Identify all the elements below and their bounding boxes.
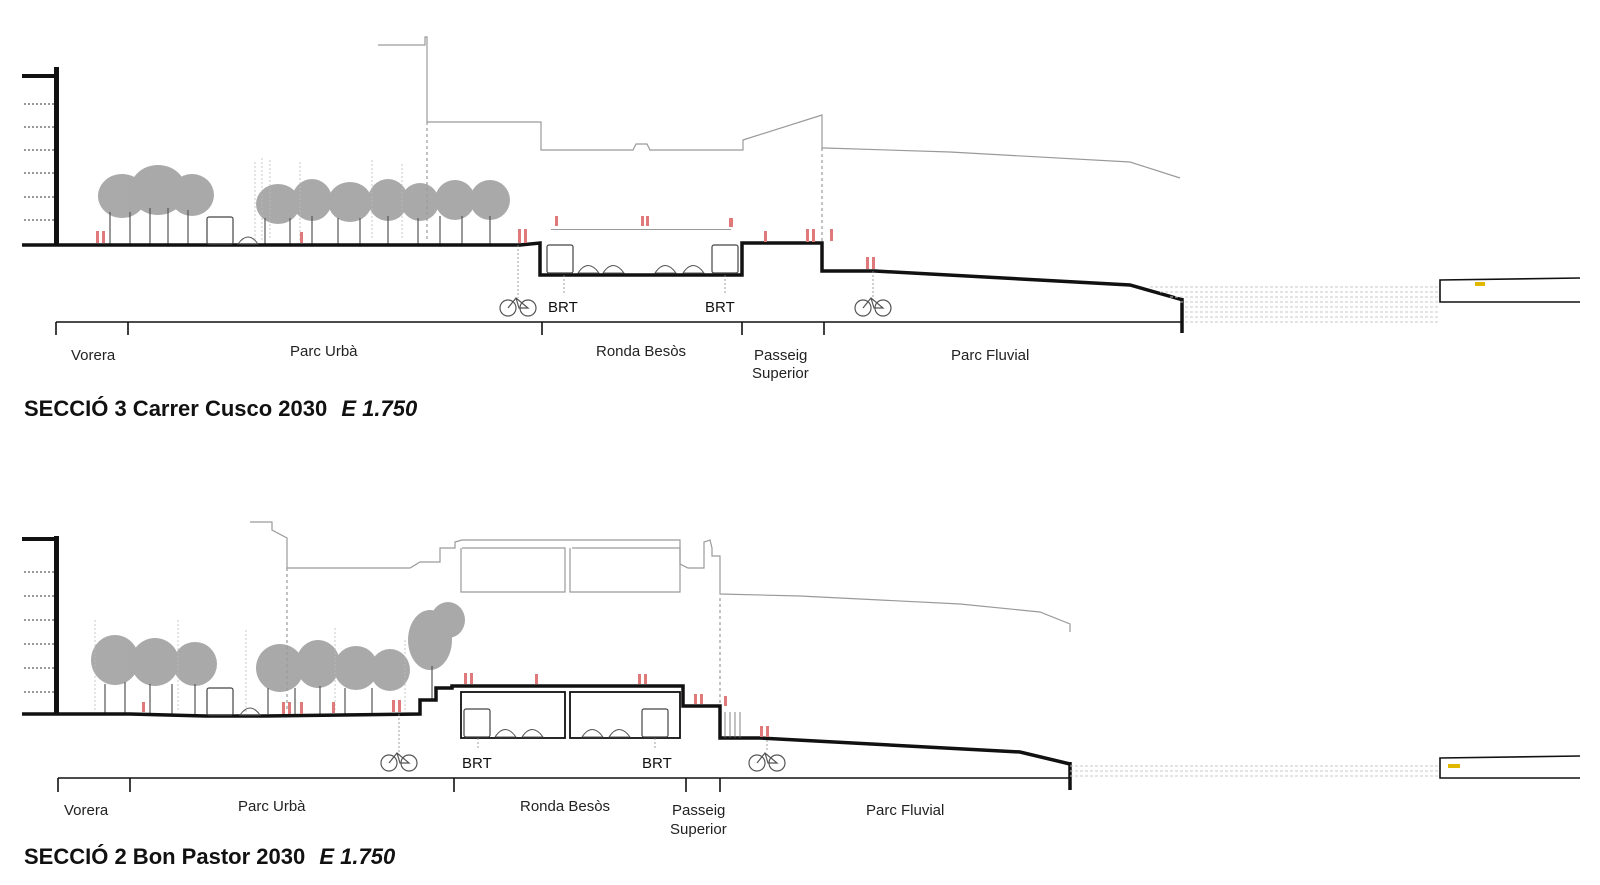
section-scale: E 1.750 bbox=[341, 396, 418, 421]
zone-label-ronda-besos: Ronda Besòs bbox=[520, 798, 610, 815]
brt-label: BRT bbox=[642, 755, 672, 772]
hatching bbox=[94, 620, 406, 712]
dimension-line bbox=[55, 321, 1182, 335]
zone-label-superior: Superior bbox=[752, 365, 809, 382]
section-title: SECCIÓ 2 Bon Pastor 2030 E 1.750 bbox=[24, 844, 396, 869]
zone-label-passeig: Passeig bbox=[672, 802, 725, 819]
zone-label-parc-urba: Parc Urbà bbox=[290, 343, 358, 360]
dimension-line bbox=[57, 777, 1070, 792]
building-outline bbox=[378, 36, 1181, 243]
pedestrian-icon bbox=[96, 216, 875, 269]
left-building bbox=[22, 536, 59, 714]
zone-label-parc-urba: Parc Urbà bbox=[238, 798, 306, 815]
tree-icon bbox=[91, 602, 465, 692]
bus-icon bbox=[206, 216, 739, 274]
car-icon bbox=[237, 236, 705, 274]
river-water bbox=[1070, 765, 1440, 777]
accent-marker bbox=[1448, 764, 1460, 768]
bus-icon bbox=[206, 687, 669, 738]
hatching bbox=[254, 158, 403, 240]
bicycle-icon bbox=[499, 297, 892, 317]
brt-label: BRT bbox=[705, 299, 735, 316]
far-bank bbox=[1439, 755, 1581, 779]
zone-label-superior: Superior bbox=[670, 821, 727, 838]
ground-profile bbox=[22, 684, 1071, 766]
section-title: SECCIÓ 3 Carrer Cusco 2030 E 1.750 bbox=[24, 396, 418, 421]
section-2: BRT BRT Vorera Parc Urbà Ronda Besòs Pas… bbox=[22, 521, 1581, 869]
brt-label: BRT bbox=[462, 755, 492, 772]
bicycle-icon bbox=[380, 752, 786, 772]
far-bank bbox=[1439, 277, 1581, 303]
building-outline bbox=[250, 521, 1071, 712]
car-icon bbox=[239, 707, 631, 738]
section-title-text: SECCIÓ 2 Bon Pastor 2030 bbox=[24, 844, 305, 869]
accent-marker bbox=[1475, 282, 1485, 286]
zone-label-vorera: Vorera bbox=[64, 802, 109, 819]
tree-trunks bbox=[109, 208, 491, 244]
tree-icon bbox=[98, 165, 510, 224]
tree-trunks bbox=[104, 666, 433, 714]
zone-label-passeig: Passeig bbox=[754, 347, 807, 364]
pedestrian-icon bbox=[142, 673, 769, 737]
tunnel bbox=[460, 691, 681, 739]
zone-label-vorera: Vorera bbox=[71, 347, 116, 364]
section-title-text: SECCIÓ 3 Carrer Cusco 2030 bbox=[24, 396, 327, 421]
ground-profile bbox=[22, 241, 1184, 302]
river-water bbox=[1150, 286, 1440, 323]
stairs bbox=[724, 712, 741, 738]
left-building bbox=[22, 67, 59, 245]
zone-label-parc-fluvial: Parc Fluvial bbox=[866, 802, 944, 819]
tunnel-roof bbox=[551, 229, 731, 230]
zone-label-ronda-besos: Ronda Besòs bbox=[596, 343, 686, 360]
brt-label: BRT bbox=[548, 299, 578, 316]
section-scale: E 1.750 bbox=[319, 844, 396, 869]
zone-label-parc-fluvial: Parc Fluvial bbox=[951, 347, 1029, 364]
section-3: BRT BRT Vorera Parc Urbà Ronda Besòs Pas… bbox=[22, 36, 1581, 421]
